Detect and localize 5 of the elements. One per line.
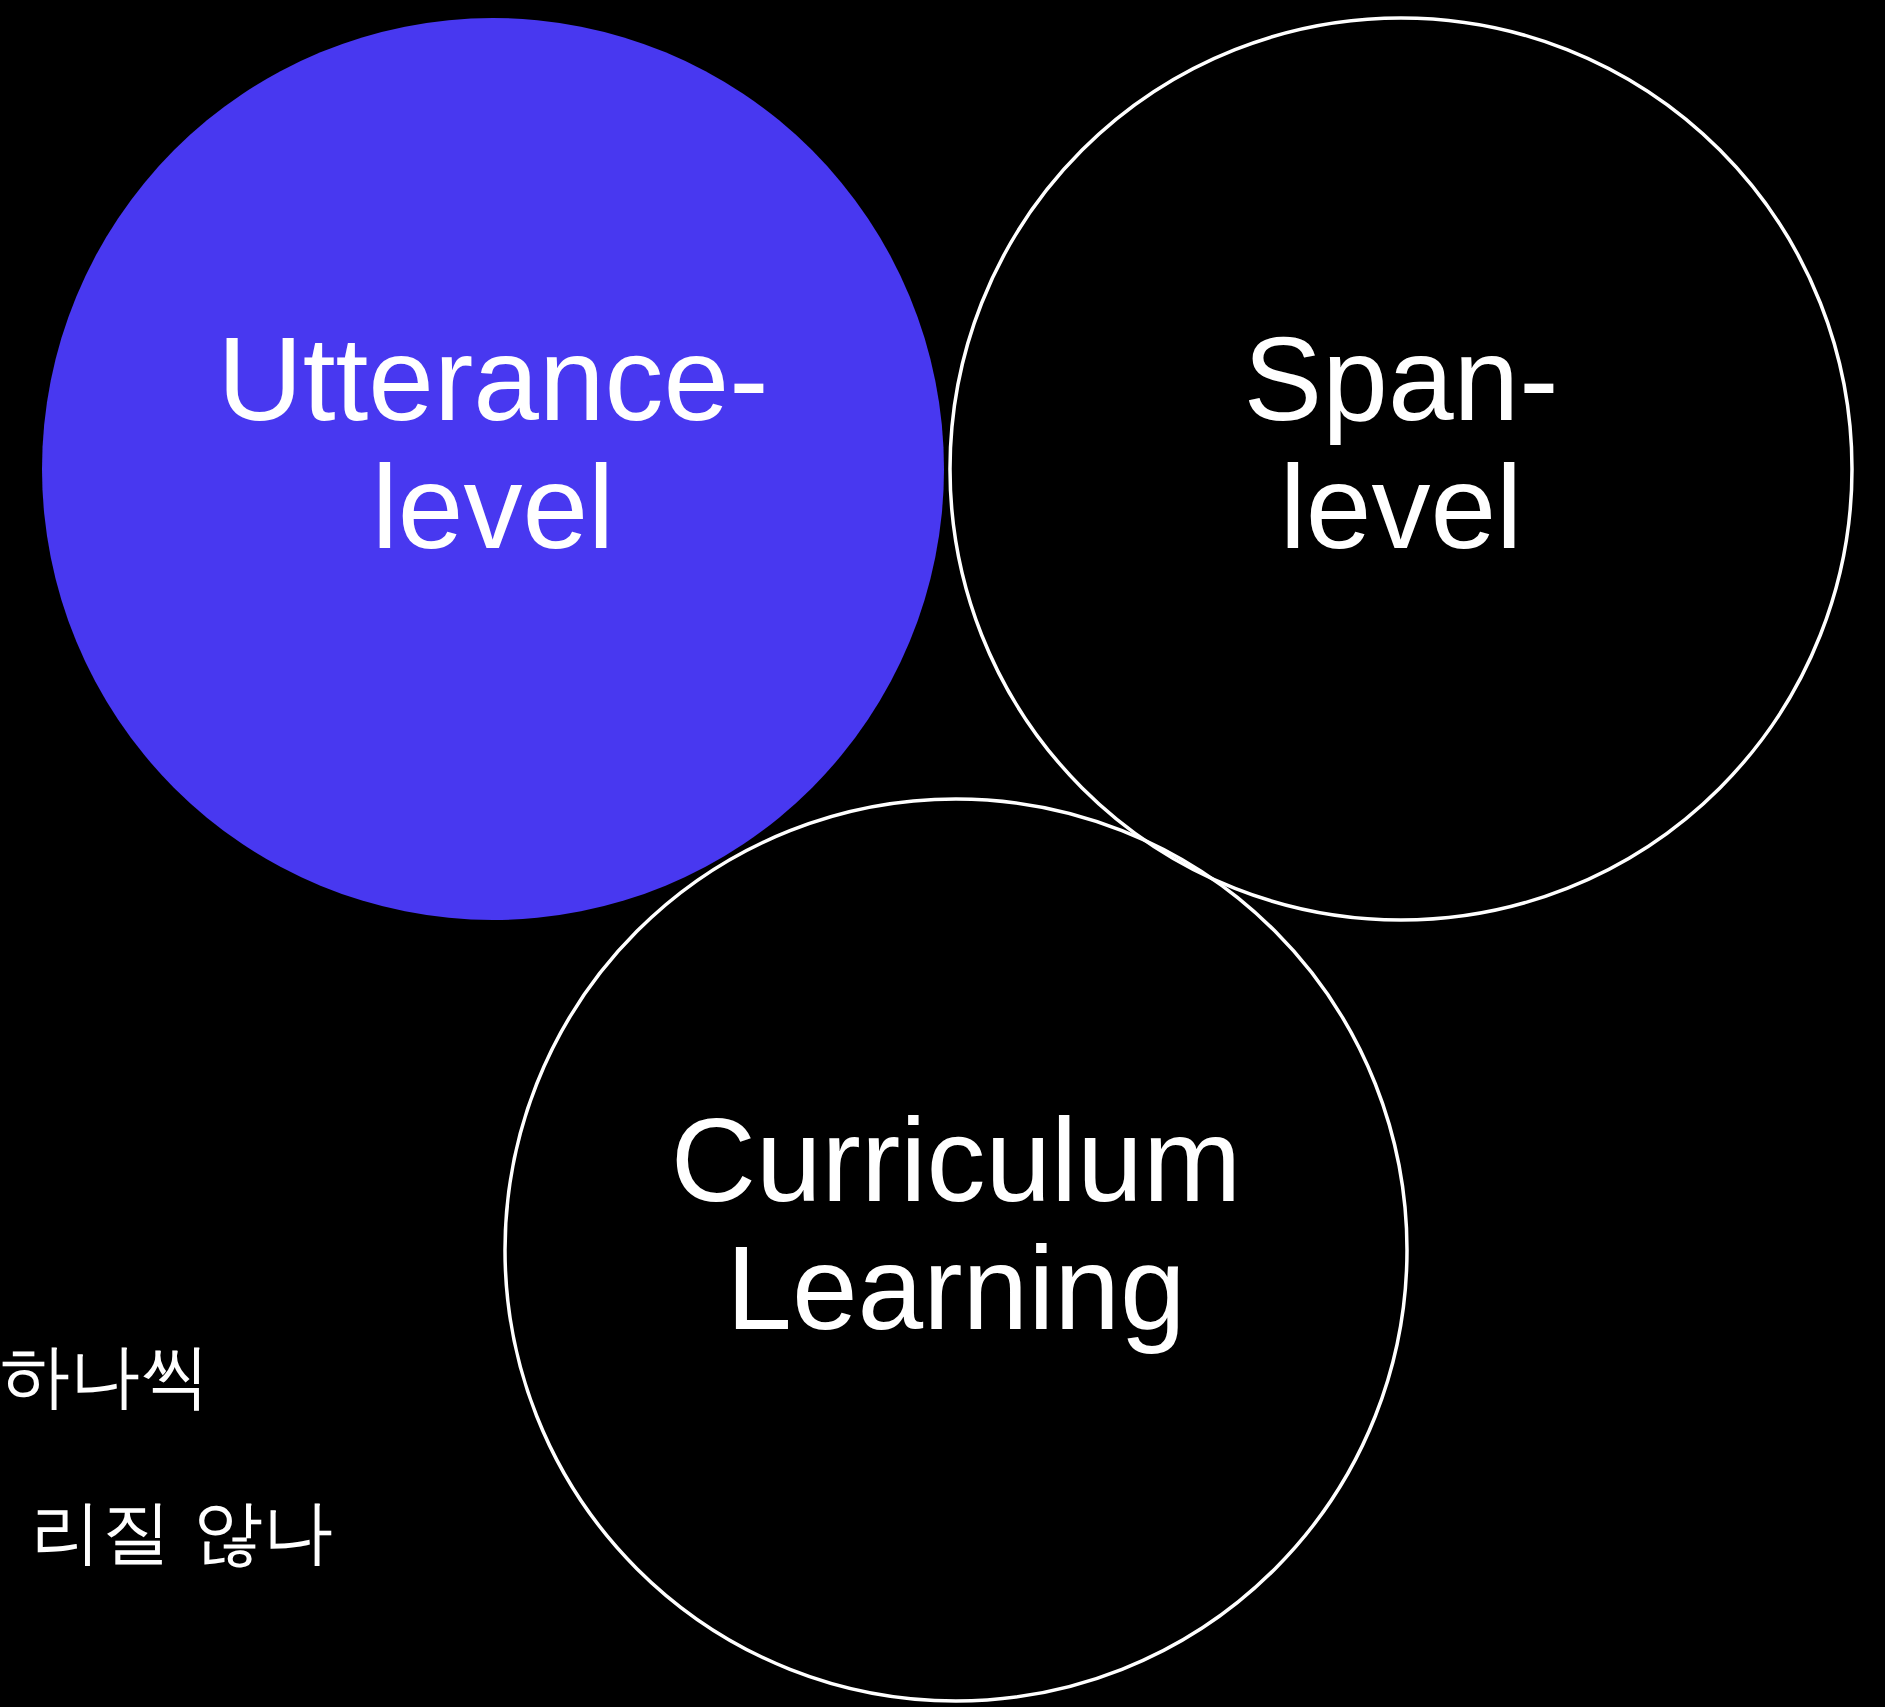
circle-label: Span-level — [1242, 315, 1560, 572]
circle-label: Curriculum Learning — [669, 1096, 1243, 1353]
side-text: 하나씩 — [0, 1334, 210, 1419]
side-text: 리질 않나 — [31, 1490, 334, 1575]
circle-label: Utterance-level — [216, 315, 770, 572]
